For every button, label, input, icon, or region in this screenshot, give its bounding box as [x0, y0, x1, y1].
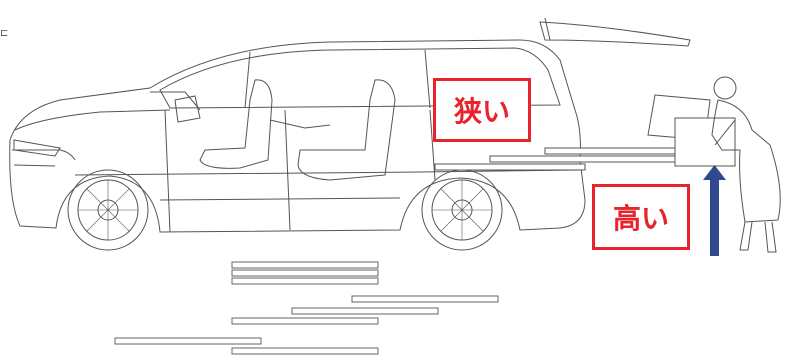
narrow-label: 狭い — [433, 78, 531, 142]
front-seat-icon — [199, 79, 273, 169]
vehicle-body-icon — [9, 39, 586, 233]
narrow-label-text: 狭い — [453, 95, 510, 128]
high-label-text: 高い — [612, 202, 669, 235]
rear-seat-icon — [297, 79, 396, 181]
person-icon — [711, 76, 781, 253]
open-tailgate-icon — [539, 21, 691, 47]
up-arrow-icon — [703, 165, 726, 256]
ramp-parts-diagram — [114, 261, 499, 355]
ramp-rails-icon — [434, 147, 686, 171]
front-wheel-icon — [67, 169, 149, 251]
corner-mark: ⊏ — [0, 28, 9, 39]
high-label: 高い — [592, 184, 690, 250]
